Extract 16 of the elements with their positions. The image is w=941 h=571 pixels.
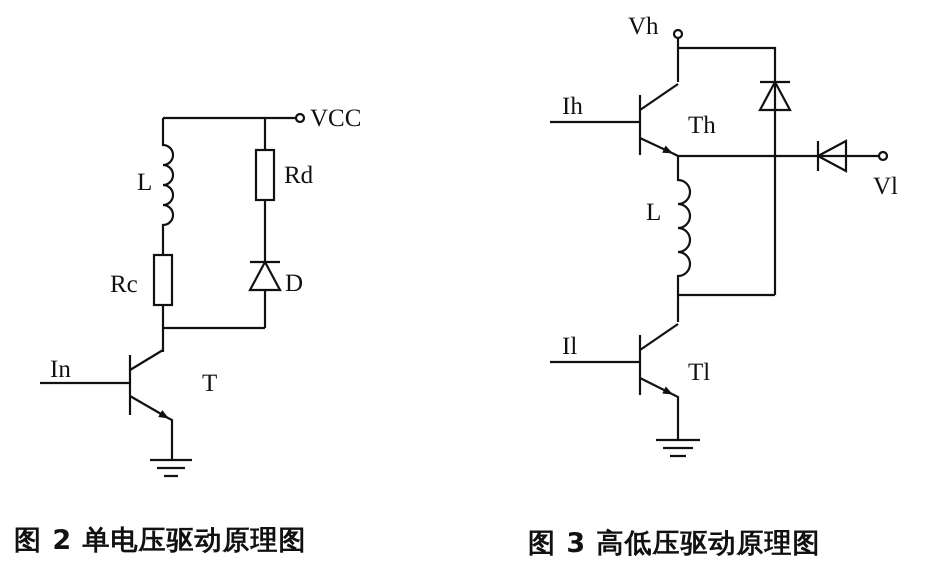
component-label: Rd — [284, 163, 314, 188]
supply-label: VCC — [310, 106, 362, 131]
component-label: Tl — [688, 360, 710, 385]
figure-caption: 图 2 单电压驱动原理图 — [14, 527, 307, 554]
supply-label: Vl — [873, 174, 898, 199]
component-label: L — [137, 170, 152, 195]
component-label: T — [202, 371, 218, 396]
signal-label: Ih — [562, 94, 583, 119]
component-label: D — [285, 271, 304, 296]
supply-label: Vh — [628, 14, 659, 39]
component-label: L — [646, 200, 662, 225]
component-label: Th — [688, 113, 716, 138]
signal-label: Il — [562, 334, 578, 359]
component-label: Rc — [110, 272, 138, 297]
figure-caption: 图 3 高低压驱动原理图 — [528, 530, 821, 557]
signal-label: In — [50, 357, 71, 382]
